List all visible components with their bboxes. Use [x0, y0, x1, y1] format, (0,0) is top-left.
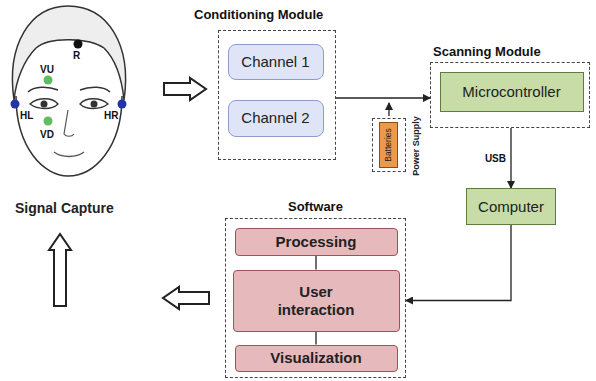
face-illustration — [0, 0, 150, 190]
software-box: User interaction — [233, 270, 400, 332]
electrode-label: VD — [40, 129, 54, 140]
connector-line — [406, 225, 511, 301]
channel-box: Channel 1 — [228, 44, 324, 80]
connector — [511, 128, 512, 188]
electrode-label: R — [73, 50, 80, 61]
edge-label: USB — [484, 153, 507, 164]
connector — [316, 332, 317, 345]
software-box: Visualization — [235, 345, 398, 372]
hollow-arrow — [49, 234, 71, 306]
module-heading: Conditioning Module — [194, 7, 323, 22]
electrode-label: VU — [40, 64, 54, 75]
power-arrow — [388, 103, 389, 116]
module-heading: Scanning Module — [433, 44, 541, 59]
connector — [406, 225, 511, 301]
hollow-arrow — [163, 287, 209, 309]
electrode-label: HR — [104, 110, 118, 121]
module-frame: Scanning ModuleMicrocontroller — [430, 62, 590, 128]
box-label: Channel 2 — [241, 109, 309, 126]
electrode-label: HL — [20, 110, 33, 121]
hollow-arrow — [164, 78, 206, 100]
box-label: Processing — [276, 233, 357, 250]
module-frame: SoftwareProcessingUser interactionVisual… — [225, 218, 406, 378]
connector — [316, 256, 317, 270]
connector-line — [315, 256, 316, 270]
vertical-label: Power Supply — [411, 116, 421, 176]
connector — [164, 78, 206, 100]
battery-box: Batteries — [379, 122, 398, 168]
box-label: Channel 1 — [241, 53, 309, 70]
power-frame: Power SupplyBatteries — [372, 118, 406, 172]
process-box: Microcontroller — [440, 72, 584, 112]
section-title: Signal Capture — [15, 200, 114, 216]
connector-line — [315, 332, 316, 345]
module-heading: Software — [288, 199, 343, 214]
box-label: Computer — [478, 198, 544, 215]
box-label: Microcontroller — [462, 83, 560, 100]
process-box: Computer — [466, 188, 556, 225]
software-box: Processing — [235, 228, 398, 256]
battery-label: Batteries — [383, 128, 393, 162]
connector-line — [336, 97, 430, 98]
channel-box: Channel 2 — [228, 100, 324, 137]
module-frame: Conditioning ModuleChannel 1Channel 2 — [218, 30, 336, 160]
connector — [49, 234, 209, 309]
box-label: Visualization — [270, 349, 361, 366]
connector-line — [510, 128, 511, 188]
box-label: User interaction — [266, 283, 366, 318]
connector — [336, 98, 430, 99]
